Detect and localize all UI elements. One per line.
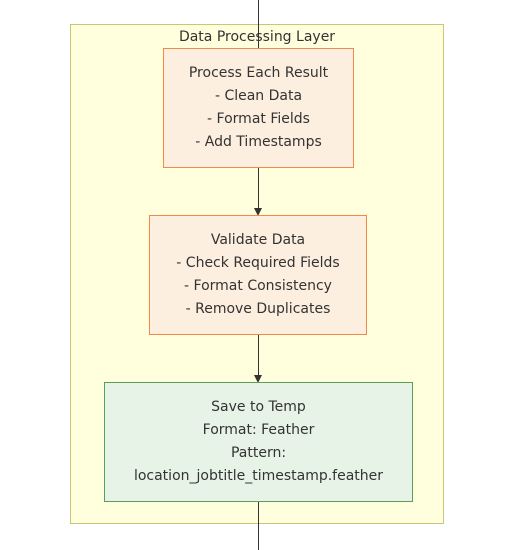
- cluster-title: Data Processing Layer: [178, 29, 336, 45]
- save-to-temp-node: Save to Temp Format: Feather Pattern: lo…: [104, 382, 413, 502]
- validate-data-node: Validate Data - Check Required Fields - …: [149, 215, 367, 335]
- node-line: location_jobtitle_timestamp.feather: [133, 468, 384, 484]
- node-line: - Clean Data: [214, 88, 303, 104]
- edge-process-to-validate: [258, 168, 259, 208]
- edge-validate-to-save: [258, 335, 259, 375]
- node-line: Format: Feather: [202, 422, 315, 438]
- node-line: - Format Consistency: [184, 278, 332, 294]
- node-line: - Format Fields: [207, 111, 310, 127]
- arrowhead-icon: [254, 208, 262, 216]
- node-title: Save to Temp: [211, 399, 306, 415]
- node-line: - Check Required Fields: [176, 255, 340, 271]
- edge-outgoing: [258, 502, 259, 550]
- node-line: - Add Timestamps: [195, 134, 322, 150]
- node-line: - Remove Duplicates: [185, 301, 331, 317]
- node-title: Validate Data: [210, 232, 306, 248]
- edge-incoming: [258, 0, 259, 48]
- node-line: Pattern:: [230, 445, 287, 461]
- arrowhead-icon: [254, 375, 262, 383]
- process-each-result-node: Process Each Result - Clean Data - Forma…: [163, 48, 354, 168]
- node-title: Process Each Result: [188, 65, 329, 81]
